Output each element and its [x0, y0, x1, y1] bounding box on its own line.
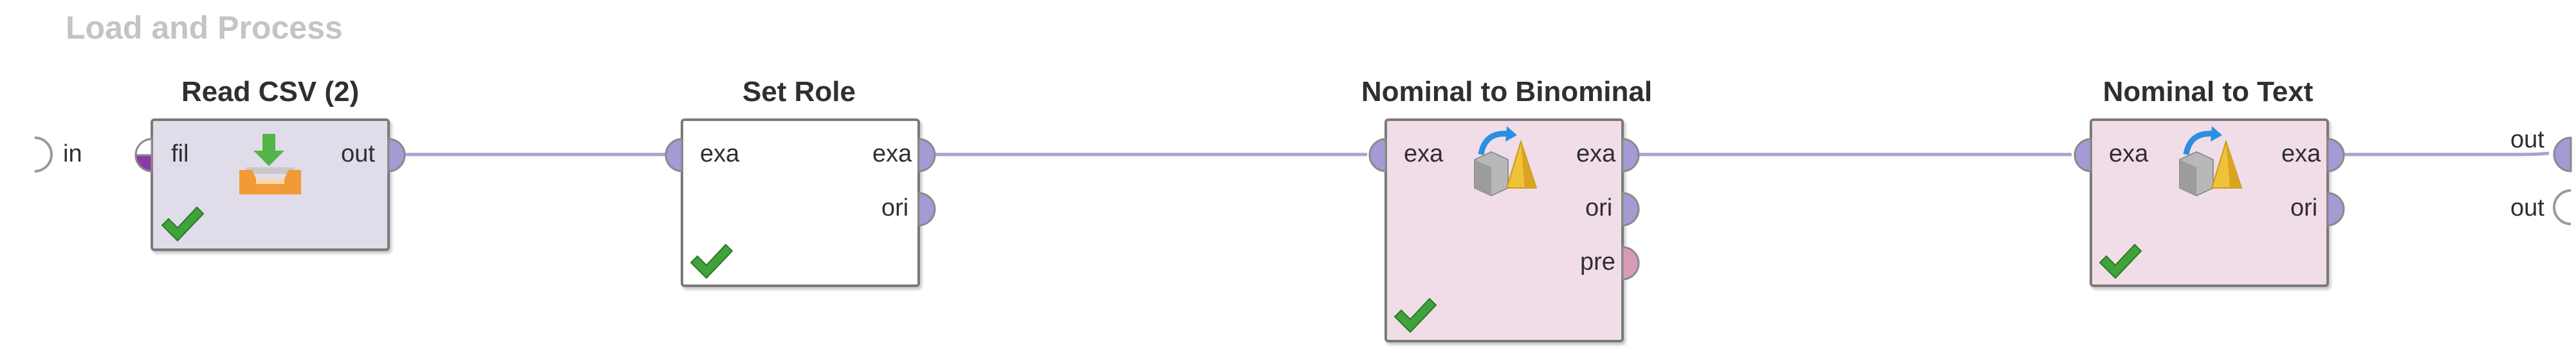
process-output-port-2[interactable]: [2549, 188, 2575, 227]
port-label-ori: ori: [1585, 194, 1613, 221]
port-label-exa: exa: [700, 140, 740, 167]
port-in-exa[interactable]: [2072, 138, 2093, 172]
process-output-label: out: [2510, 126, 2544, 153]
port-out-exa[interactable]: [2326, 138, 2348, 172]
process-output-label: out: [2510, 194, 2544, 221]
status-ok-icon: [1394, 297, 1437, 333]
process-input-label: in: [63, 140, 82, 167]
operator-title-nominal-to-text: Nominal to Text: [2102, 76, 2314, 107]
port-out-ori[interactable]: [917, 192, 939, 227]
port-label-exa: exa: [2281, 140, 2321, 167]
port-label-pre: pre: [1580, 248, 1615, 275]
port-out-pre[interactable]: [1621, 246, 1643, 281]
port-label-exa: exa: [2109, 140, 2149, 167]
port-label-exa: exa: [1576, 140, 1616, 167]
operator-title-nominal-to-binominal: Nominal to Binominal: [1361, 76, 1653, 107]
download-tray-icon: [239, 134, 301, 194]
port-out-exa[interactable]: [917, 138, 939, 172]
port-out-ori[interactable]: [1621, 192, 1643, 227]
status-ok-icon: [2099, 243, 2142, 279]
status-ok-icon: [690, 243, 733, 279]
port-label-ori: ori: [881, 194, 909, 221]
wire-nominal-text-to-output[interactable]: [2337, 151, 2550, 156]
port-label-out: out: [341, 140, 375, 167]
process-title: Load and Process: [66, 10, 343, 46]
port-out-exa[interactable]: [1621, 138, 1643, 172]
status-ok-icon: [161, 206, 205, 242]
operator-title-read-csv: Read CSV (2): [181, 76, 360, 107]
port-in-exa[interactable]: [663, 138, 685, 172]
process-input-port[interactable]: [32, 135, 58, 174]
process-output-port-1[interactable]: [2549, 135, 2575, 174]
port-out-ori[interactable]: [2326, 192, 2348, 227]
operator-title-set-role: Set Role: [742, 76, 856, 107]
convert-shapes-icon: [2179, 126, 2243, 197]
port-label-ori: ori: [2290, 194, 2318, 221]
port-label-exa: exa: [872, 140, 912, 167]
port-out-out[interactable]: [387, 138, 409, 172]
port-label-exa: exa: [1404, 140, 1444, 167]
port-in-fil[interactable]: [133, 138, 154, 172]
port-label-fil: fil: [171, 140, 189, 167]
convert-shapes-icon: [1474, 126, 1538, 197]
port-in-exa[interactable]: [1366, 138, 1388, 172]
